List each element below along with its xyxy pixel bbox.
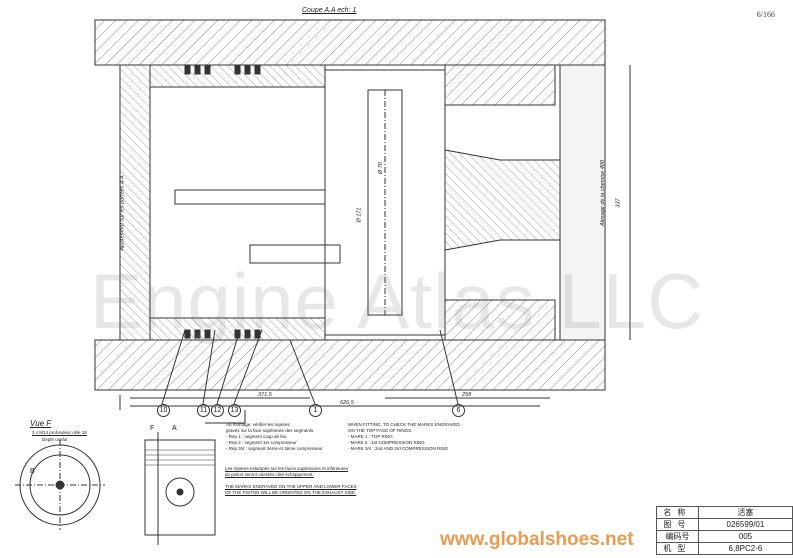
note-english-2: THE MARKS ENGRAVED ON THE UPPER AND LOWE… [225, 484, 357, 495]
page-number: 6/166 [756, 10, 775, 19]
note-english: WHEN FITTING, TO CHECK THE MARKS ENGRAVE… [348, 422, 460, 451]
section-label-a: A [172, 425, 177, 432]
callout-1: 1 [309, 404, 322, 417]
view-f-note-2: Depth useful [42, 437, 68, 442]
section-title: Coupe A.A ech: 1 [302, 7, 357, 14]
callout-10: 10 [157, 404, 170, 417]
view-label-f: F [150, 425, 155, 432]
url-watermark: www.globalshoes.net [440, 529, 634, 550]
callout-13: 13 [228, 404, 241, 417]
fit-note: Ajustement sur les portées A.A [119, 175, 126, 251]
section-label-b: B [30, 468, 35, 475]
liner-top [94, 19, 606, 66]
view-f-note: 3 x M14 profondeur utile 18 [32, 430, 87, 435]
dimension-height: 337 [615, 198, 622, 208]
dimension-pin: Ø 70 [377, 162, 384, 174]
note-french: Au montage, vérifier les repères gravés … [226, 422, 323, 451]
dimension-371-5: 371,5 [258, 392, 272, 398]
title-block-row: 名称活塞 [656, 506, 793, 519]
note-french-2: Les repères estampés sur les faces supér… [225, 466, 349, 477]
dimension-bore: Ø 171 [356, 207, 363, 223]
callout-12: 12 [211, 404, 224, 417]
watermark: Engine Atlas LLC [90, 257, 705, 345]
dimension-258: 258 [462, 392, 472, 398]
liner-bore-note: Alesage de la chemise 400 [600, 159, 607, 227]
view-f-title: Vue F [30, 419, 52, 428]
callout-6: 6 [452, 404, 465, 417]
callout-11: 11 [197, 404, 210, 417]
liner-bottom [94, 339, 606, 391]
dimension-626-5: 626,5 [340, 400, 354, 406]
